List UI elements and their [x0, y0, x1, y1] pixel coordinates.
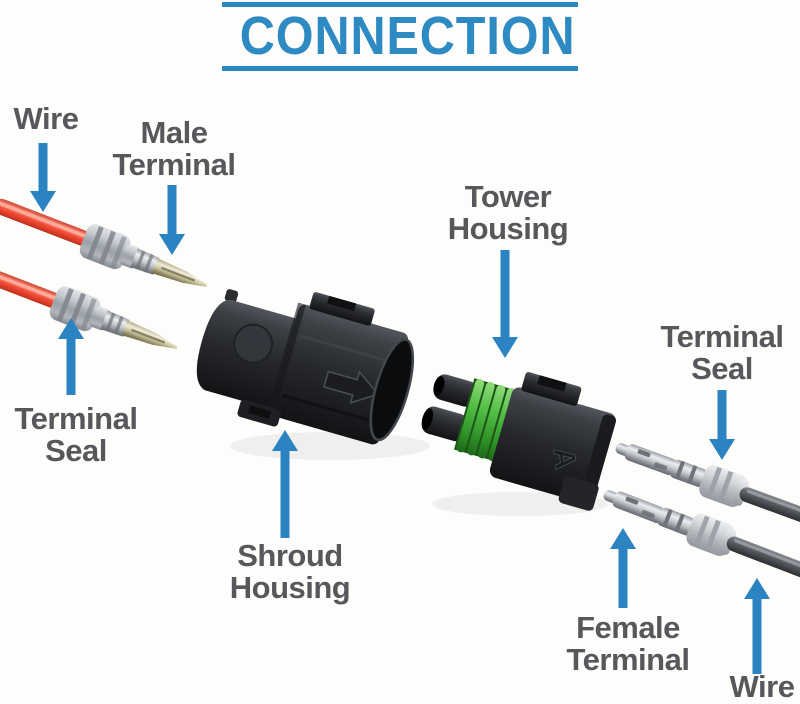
wire-top-left-arrow	[30, 143, 56, 212]
shroud-shadow	[230, 432, 430, 460]
label-male-terminal: Male Terminal	[112, 115, 236, 182]
female-terminal-arrow	[610, 528, 636, 608]
male-terminal-arrow	[159, 185, 185, 255]
label-female-terminal: Female Terminal	[566, 610, 690, 677]
label-shroud-housing: Shroud Housing	[229, 538, 351, 605]
terminal-seal-right-arrow	[709, 390, 735, 460]
tower-housing-photo: A	[421, 372, 616, 511]
label-wire-bottom-right: Wire	[729, 669, 795, 704]
terminal-seal-left-arrow	[58, 318, 84, 395]
label-wire-top-left: Wire	[13, 101, 79, 136]
label-tower-housing: Tower Housing	[447, 179, 569, 246]
shroud-housing-photo	[196, 289, 415, 445]
title-block: CONNECTION	[222, 2, 578, 71]
tower-housing-marking: A	[547, 446, 582, 471]
page-title: CONNECTION	[239, 6, 576, 66]
label-terminal-seal-right: Terminal Seal	[660, 319, 784, 386]
wire-bottom-right-arrow	[744, 578, 770, 674]
tower-housing-arrow	[492, 250, 518, 358]
shroud-housing-arrow	[272, 430, 298, 538]
label-terminal-seal-left: Terminal Seal	[14, 401, 138, 468]
